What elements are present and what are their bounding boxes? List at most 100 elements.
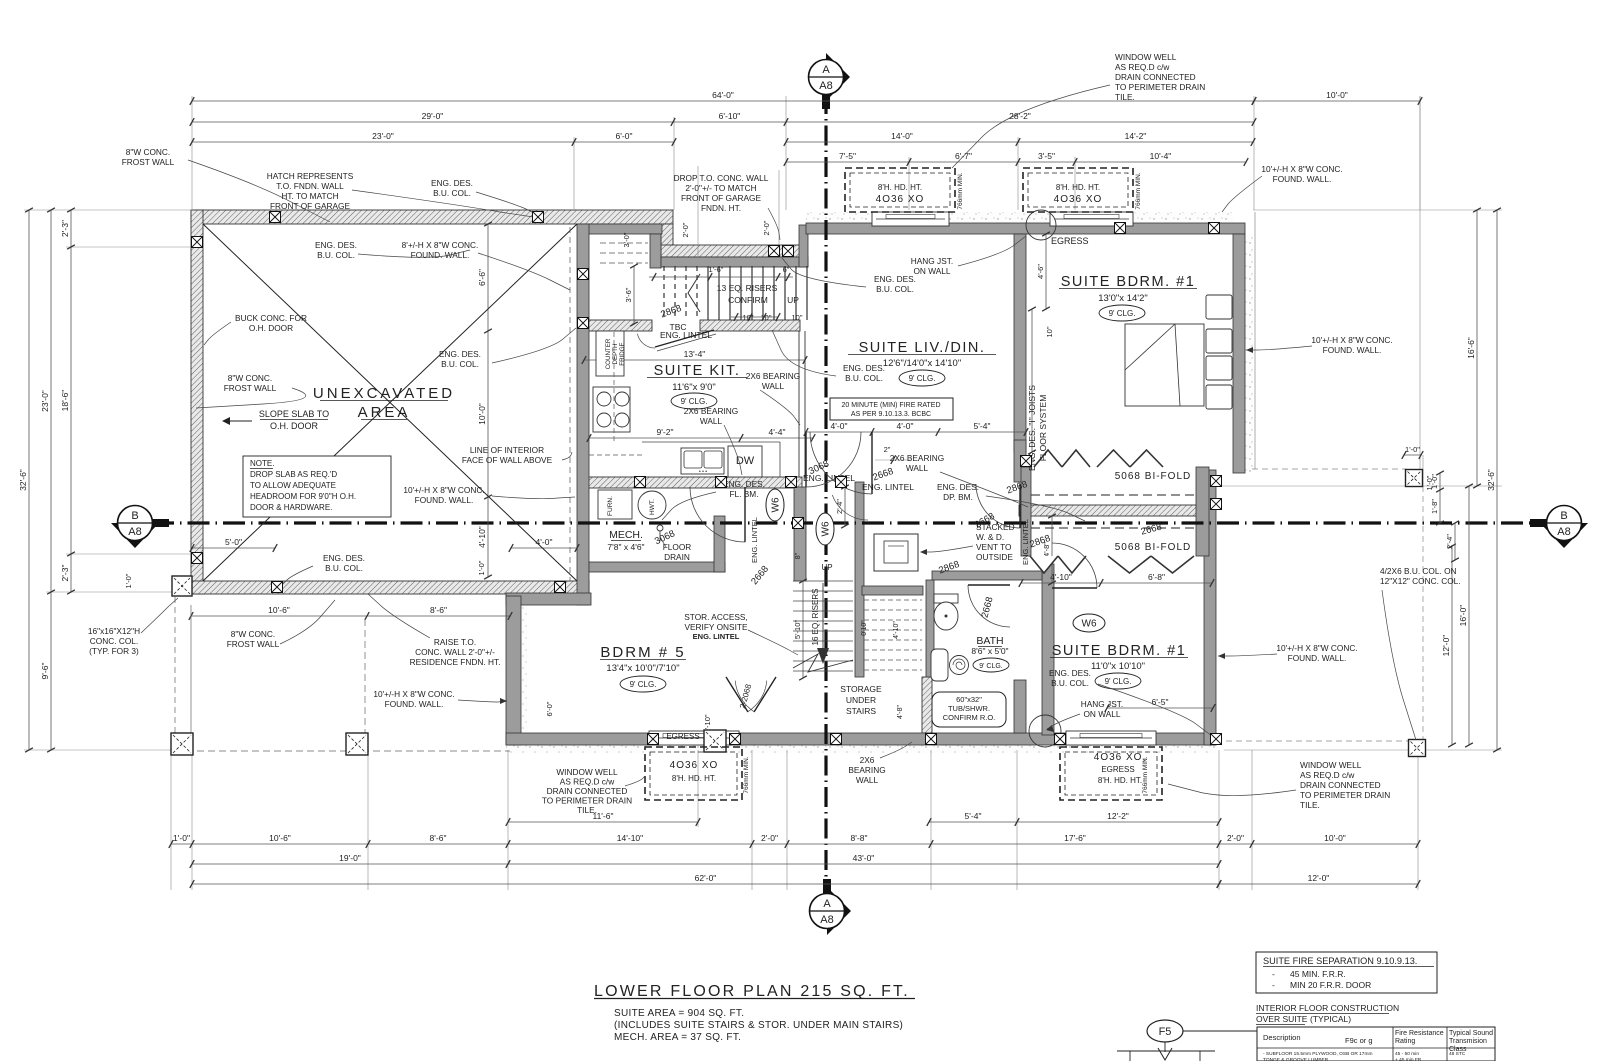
svg-text:STACKED: STACKED <box>976 522 1015 532</box>
svg-text:UNEXCAVATED: UNEXCAVATED <box>313 385 455 402</box>
svg-text:18'-6": 18'-6" <box>60 390 70 412</box>
svg-text:FLOOR: FLOOR <box>663 542 692 552</box>
svg-text:INTERIOR FLOOR CONSTRUCTION: INTERIOR FLOOR CONSTRUCTION <box>1256 1003 1399 1013</box>
svg-text:O.H. DOOR: O.H. DOOR <box>270 421 319 431</box>
svg-text:B.U. COL.: B.U. COL. <box>1051 678 1089 688</box>
svg-text:4'-8": 4'-8" <box>1042 542 1051 557</box>
svg-text:- SUBFLOOR 15.5mm PLYWOOD, O: - SUBFLOOR 15.5mm PLYWOOD, OSB OR 17mm <box>1263 1051 1372 1057</box>
svg-text:W6: W6 <box>771 497 782 512</box>
svg-text:EGRESS: EGRESS <box>1051 236 1089 246</box>
svg-text:6": 6" <box>783 265 790 274</box>
svg-text:11'0"x 10'10": 11'0"x 10'10" <box>1091 661 1145 672</box>
svg-text:B.U. COL.: B.U. COL. <box>317 250 355 260</box>
svg-text:DRAIN: DRAIN <box>664 552 690 562</box>
svg-text:1'-0": 1'-0" <box>1405 445 1420 454</box>
svg-text:ENG. LINTEL: ENG. LINTEL <box>750 517 759 563</box>
svg-text:ENG. DES.: ENG. DES. <box>723 479 765 489</box>
svg-text:4'-8": 4'-8" <box>897 705 904 719</box>
svg-text:62'-0": 62'-0" <box>695 873 717 883</box>
svg-text:8"W CONC.: 8"W CONC. <box>231 629 275 639</box>
svg-text:B.U. COL.: B.U. COL. <box>433 188 471 198</box>
svg-text:HWT.: HWT. <box>649 499 656 515</box>
svg-text:8"W CONC.: 8"W CONC. <box>228 373 272 383</box>
svg-text:9' CLG.: 9' CLG. <box>681 397 708 406</box>
svg-text:O.H. DOOR: O.H. DOOR <box>249 323 293 333</box>
svg-text:MECH. AREA = 37 SQ. FT.: MECH. AREA = 37 SQ. FT. <box>614 1032 741 1043</box>
svg-text:8'+/-H X 8"W CONC.: 8'+/-H X 8"W CONC. <box>402 240 479 250</box>
svg-text:TO ALLOW ADEQUATE: TO ALLOW ADEQUATE <box>250 481 336 490</box>
svg-text:16 EQ. RISERS: 16 EQ. RISERS <box>811 589 820 646</box>
svg-text:ENG. LINTEL: ENG. LINTEL <box>862 482 914 492</box>
svg-text:TBC: TBC <box>670 322 687 332</box>
svg-text:Class: Class <box>1449 1046 1467 1053</box>
svg-text:4'-10": 4'-10" <box>1050 572 1072 582</box>
svg-text:SUITE BDRM. #1: SUITE BDRM. #1 <box>1061 274 1196 290</box>
svg-text:Typical Sound: Typical Sound <box>1449 1030 1493 1037</box>
svg-text:-: - <box>1272 969 1275 979</box>
svg-text:4/2X6 B.U. COL. ON: 4/2X6 B.U. COL. ON <box>1380 566 1457 576</box>
svg-text:HANG JST.: HANG JST. <box>911 256 953 266</box>
svg-text:13'4"x 10'0"/7'10": 13'4"x 10'0"/7'10" <box>606 663 679 674</box>
svg-text:4O36 XO: 4O36 XO <box>1054 194 1103 205</box>
svg-text:FL. BM.: FL. BM. <box>729 489 758 499</box>
svg-text:2X6 BEARING: 2X6 BEARING <box>746 371 800 381</box>
svg-text:2'-10": 2'-10" <box>703 714 712 733</box>
svg-text:2'-0": 2'-0" <box>681 222 690 237</box>
svg-text:SUITE KIT.: SUITE KIT. <box>654 363 741 379</box>
svg-text:TILE.: TILE. <box>577 805 597 815</box>
svg-text:16'-6": 16'-6" <box>1466 337 1476 359</box>
svg-text:RAISE T.O.: RAISE T.O. <box>434 637 476 647</box>
svg-text:8'-8": 8'-8" <box>851 833 868 843</box>
svg-text:B: B <box>131 510 138 522</box>
svg-text:8'H. HD. HT.: 8'H. HD. HT. <box>672 774 716 783</box>
svg-text:2668: 2668 <box>980 596 996 619</box>
svg-text:AS REQ.D c/w: AS REQ.D c/w <box>560 777 615 787</box>
svg-text:ENG. DES.: ENG. DES. <box>439 349 481 359</box>
svg-text:HT. TO MATCH: HT. TO MATCH <box>281 191 338 201</box>
svg-text:B: B <box>1560 510 1567 522</box>
svg-text:10'-0": 10'-0" <box>1324 833 1346 843</box>
svg-text:1'-8": 1'-8" <box>1430 499 1439 514</box>
svg-text:+ 45 min FR: + 45 min FR <box>1395 1057 1422 1061</box>
svg-text:12'-2": 12'-2" <box>1107 811 1129 821</box>
svg-text:4'-4": 4'-4" <box>769 427 786 437</box>
svg-text:AREA: AREA <box>358 404 411 421</box>
svg-text:DROP SLAB AS REQ.'D: DROP SLAB AS REQ.'D <box>250 470 337 479</box>
svg-text:DOOR & HARDWARE.: DOOR & HARDWARE. <box>250 503 332 512</box>
svg-text:LOWER FLOOR PLAN 215 SQ. FT.: LOWER FLOOR PLAN 215 SQ. FT. <box>594 983 910 1000</box>
svg-text:16'-0": 16'-0" <box>1458 605 1468 627</box>
svg-text:FRONT OF GARAGE: FRONT OF GARAGE <box>681 193 762 203</box>
svg-text:12'6"/14'0"x 14'10": 12'6"/14'0"x 14'10" <box>883 358 961 369</box>
svg-text:Transmision: Transmision <box>1449 1038 1487 1045</box>
svg-text:HANG JST.: HANG JST. <box>1081 699 1123 709</box>
svg-text:DROP T.O. CONC. WALL: DROP T.O. CONC. WALL <box>674 173 769 183</box>
svg-text:4O36 XO: 4O36 XO <box>876 194 925 205</box>
svg-text:Rating: Rating <box>1395 1038 1415 1045</box>
svg-text:F9c or g: F9c or g <box>1345 1036 1373 1045</box>
svg-text:ENG. DES.: ENG. DES. <box>1049 668 1091 678</box>
svg-text:FOUND. WALL.: FOUND. WALL. <box>415 495 474 505</box>
svg-text:12"X12" CONC. COL.: 12"X12" CONC. COL. <box>1380 576 1461 586</box>
svg-text:8'H. HD. HT.: 8'H. HD. HT. <box>1098 776 1142 785</box>
svg-text:A8: A8 <box>819 80 832 92</box>
svg-text:43'-0": 43'-0" <box>853 853 875 863</box>
svg-text:Description: Description <box>1263 1033 1301 1042</box>
svg-text:45 MIN. F.R.R.: 45 MIN. F.R.R. <box>1290 969 1346 979</box>
svg-text:28'-2": 28'-2" <box>1009 111 1031 121</box>
svg-text:MECH.: MECH. <box>609 529 643 541</box>
svg-text:TILE.: TILE. <box>1115 92 1135 102</box>
svg-text:16"x16"X12"H: 16"x16"X12"H <box>88 626 140 636</box>
svg-text:10": 10" <box>742 313 753 322</box>
svg-text:BEARING: BEARING <box>848 765 885 775</box>
svg-text:12'-0": 12'-0" <box>1308 873 1330 883</box>
svg-text:TONGE & GROOVE LUMBER: TONGE & GROOVE LUMBER <box>1263 1057 1329 1061</box>
svg-text:2'-0": 2'-0" <box>761 833 778 843</box>
svg-text:6'-5": 6'-5" <box>1152 697 1169 707</box>
svg-text:EGRESS: EGRESS <box>666 732 699 741</box>
svg-text:ENG. LINTEL: ENG. LINTEL <box>1021 519 1030 565</box>
svg-text:20 MINUTE (MIN) FIRE RATED: 20 MINUTE (MIN) FIRE RATED <box>841 402 940 409</box>
svg-text:5068 BI-FOLD: 5068 BI-FOLD <box>1115 542 1191 553</box>
svg-text:8'H. HD. HT.: 8'H. HD. HT. <box>1056 183 1100 192</box>
svg-text:WALL: WALL <box>906 463 929 473</box>
svg-text:29'-0": 29'-0" <box>422 111 444 121</box>
